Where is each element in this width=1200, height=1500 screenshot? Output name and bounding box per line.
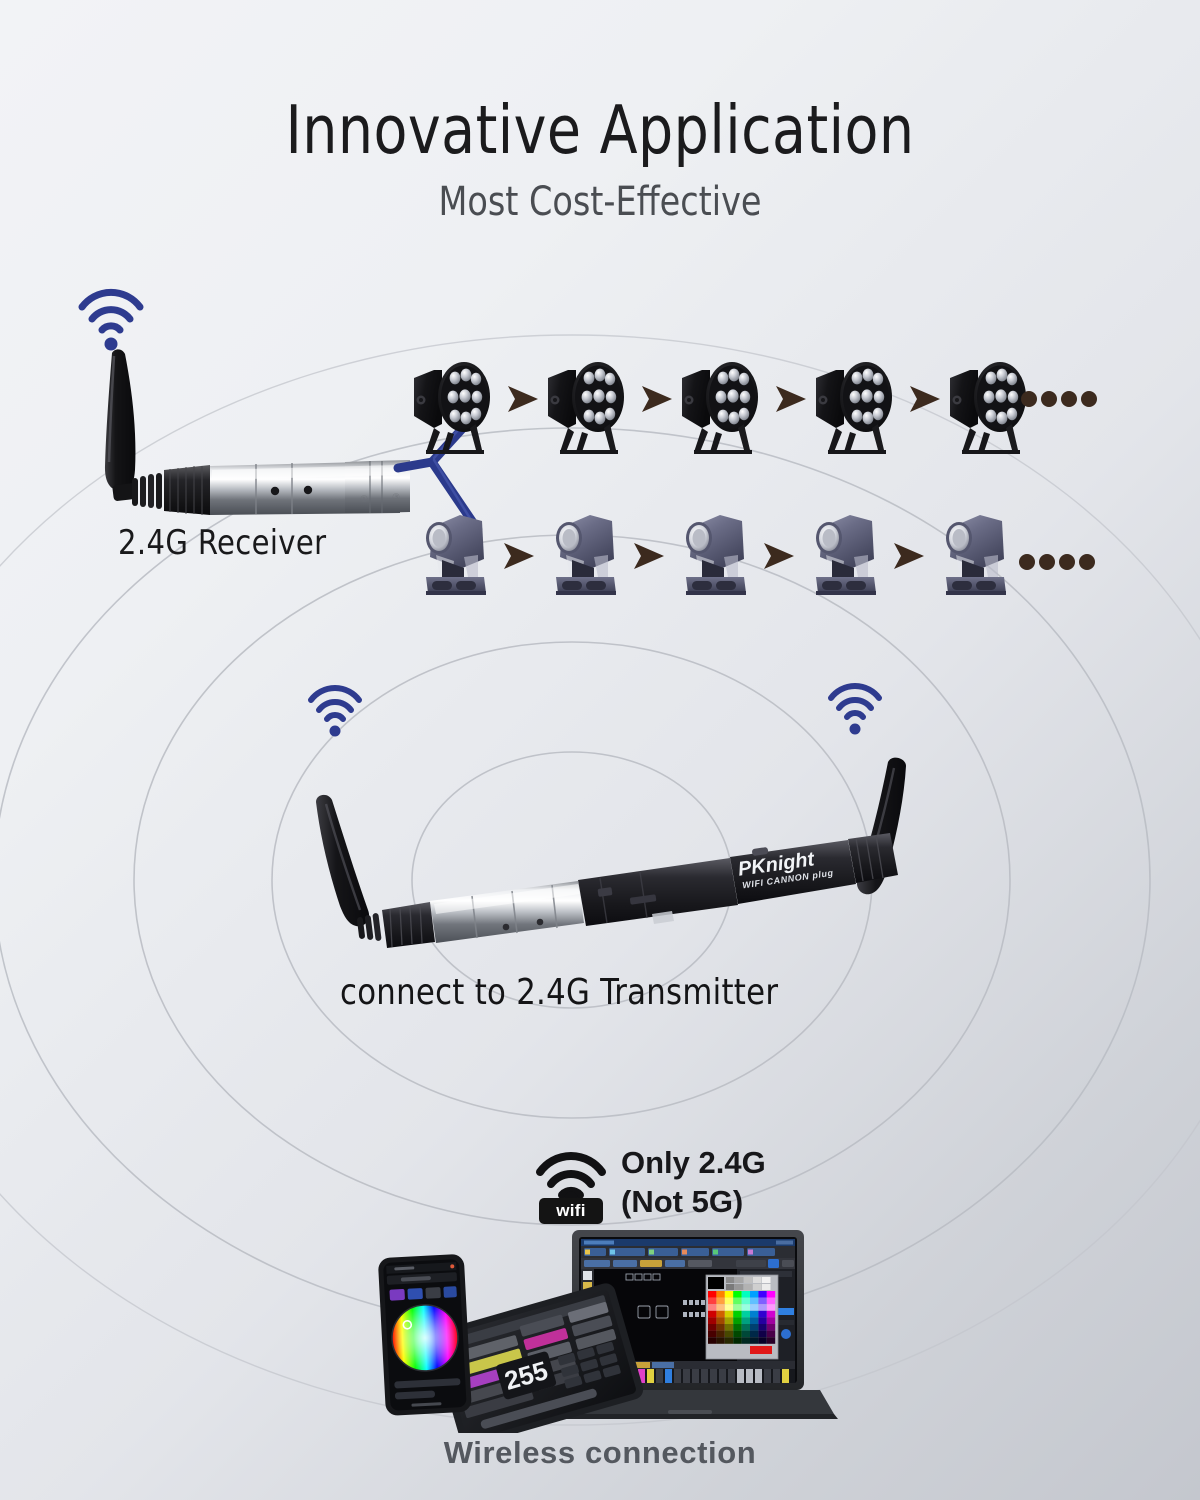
control-devices: 255: [378, 1230, 838, 1433]
frequency-callout: wifi Only 2.4G (Not 5G): [535, 1142, 766, 1224]
wireless-connection-label: Wireless connection: [443, 1435, 757, 1470]
par-fixture: [548, 362, 624, 454]
moving-head-fixture: [816, 515, 876, 595]
par-fixture: [682, 362, 758, 454]
continuation-dots: [1019, 554, 1095, 570]
header-block: Innovative Application Most Cost-Effecti…: [0, 91, 1200, 226]
receiver-body: ① ③: [132, 460, 410, 515]
color-palette: [705, 1274, 779, 1360]
transmitter-unit: PKnight WIFI CANNON plug: [308, 683, 906, 948]
par-fixture: [950, 362, 1026, 454]
arrow-right-icon: [910, 386, 940, 412]
moving-head-fixture: [556, 515, 616, 595]
continuation-dots: [1021, 391, 1097, 407]
wifi-icon: [308, 685, 362, 737]
moving-head-row: [426, 515, 1095, 595]
arrow-right-icon: [508, 386, 538, 412]
par-can-row: [414, 362, 1097, 454]
page-subtitle: Most Cost-Effective: [438, 179, 762, 226]
tablet: 255: [432, 1283, 644, 1433]
arrow-right-icon: [504, 543, 534, 569]
receiver-unit: ① ③: [78, 288, 410, 515]
page-title: Innovative Application: [285, 91, 915, 169]
arrow-right-icon: [642, 386, 672, 412]
svg-text:①: ①: [360, 494, 368, 504]
frequency-line-1: Only 2.4G: [621, 1145, 766, 1180]
antenna-icon: [316, 794, 370, 927]
arrow-right-icon: [894, 543, 924, 569]
moving-head-fixture: [946, 515, 1006, 595]
wifi-badge-label: wifi: [539, 1198, 603, 1224]
moving-head-fixture: [686, 515, 746, 595]
wifi-icon: wifi: [535, 1142, 607, 1224]
antenna-icon: [104, 349, 138, 501]
smartphone: [378, 1254, 472, 1416]
tablet-fader-ui: 255: [444, 1295, 621, 1429]
arrow-right-icon: [776, 386, 806, 412]
frequency-line-2: (Not 5G): [621, 1183, 744, 1219]
transmitter-body: PKnight WIFI CANNON plug: [357, 833, 898, 948]
laptop: [540, 1230, 838, 1419]
arrow-right-icon: [764, 543, 794, 569]
svg-text:③: ③: [392, 492, 400, 502]
par-fixture: [414, 362, 490, 454]
arrow-right-icon: [634, 543, 664, 569]
receiver-label: 2.4G Receiver: [118, 523, 327, 563]
par-fixture: [816, 362, 892, 454]
wifi-icon: [78, 288, 144, 351]
transmitter-label: connect to 2.4G Transmitter: [340, 972, 779, 1013]
frequency-text: Only 2.4G (Not 5G): [621, 1142, 766, 1222]
moving-head-fixture: [426, 515, 486, 595]
color-wheel: [391, 1304, 459, 1372]
wifi-icon: [828, 683, 882, 735]
